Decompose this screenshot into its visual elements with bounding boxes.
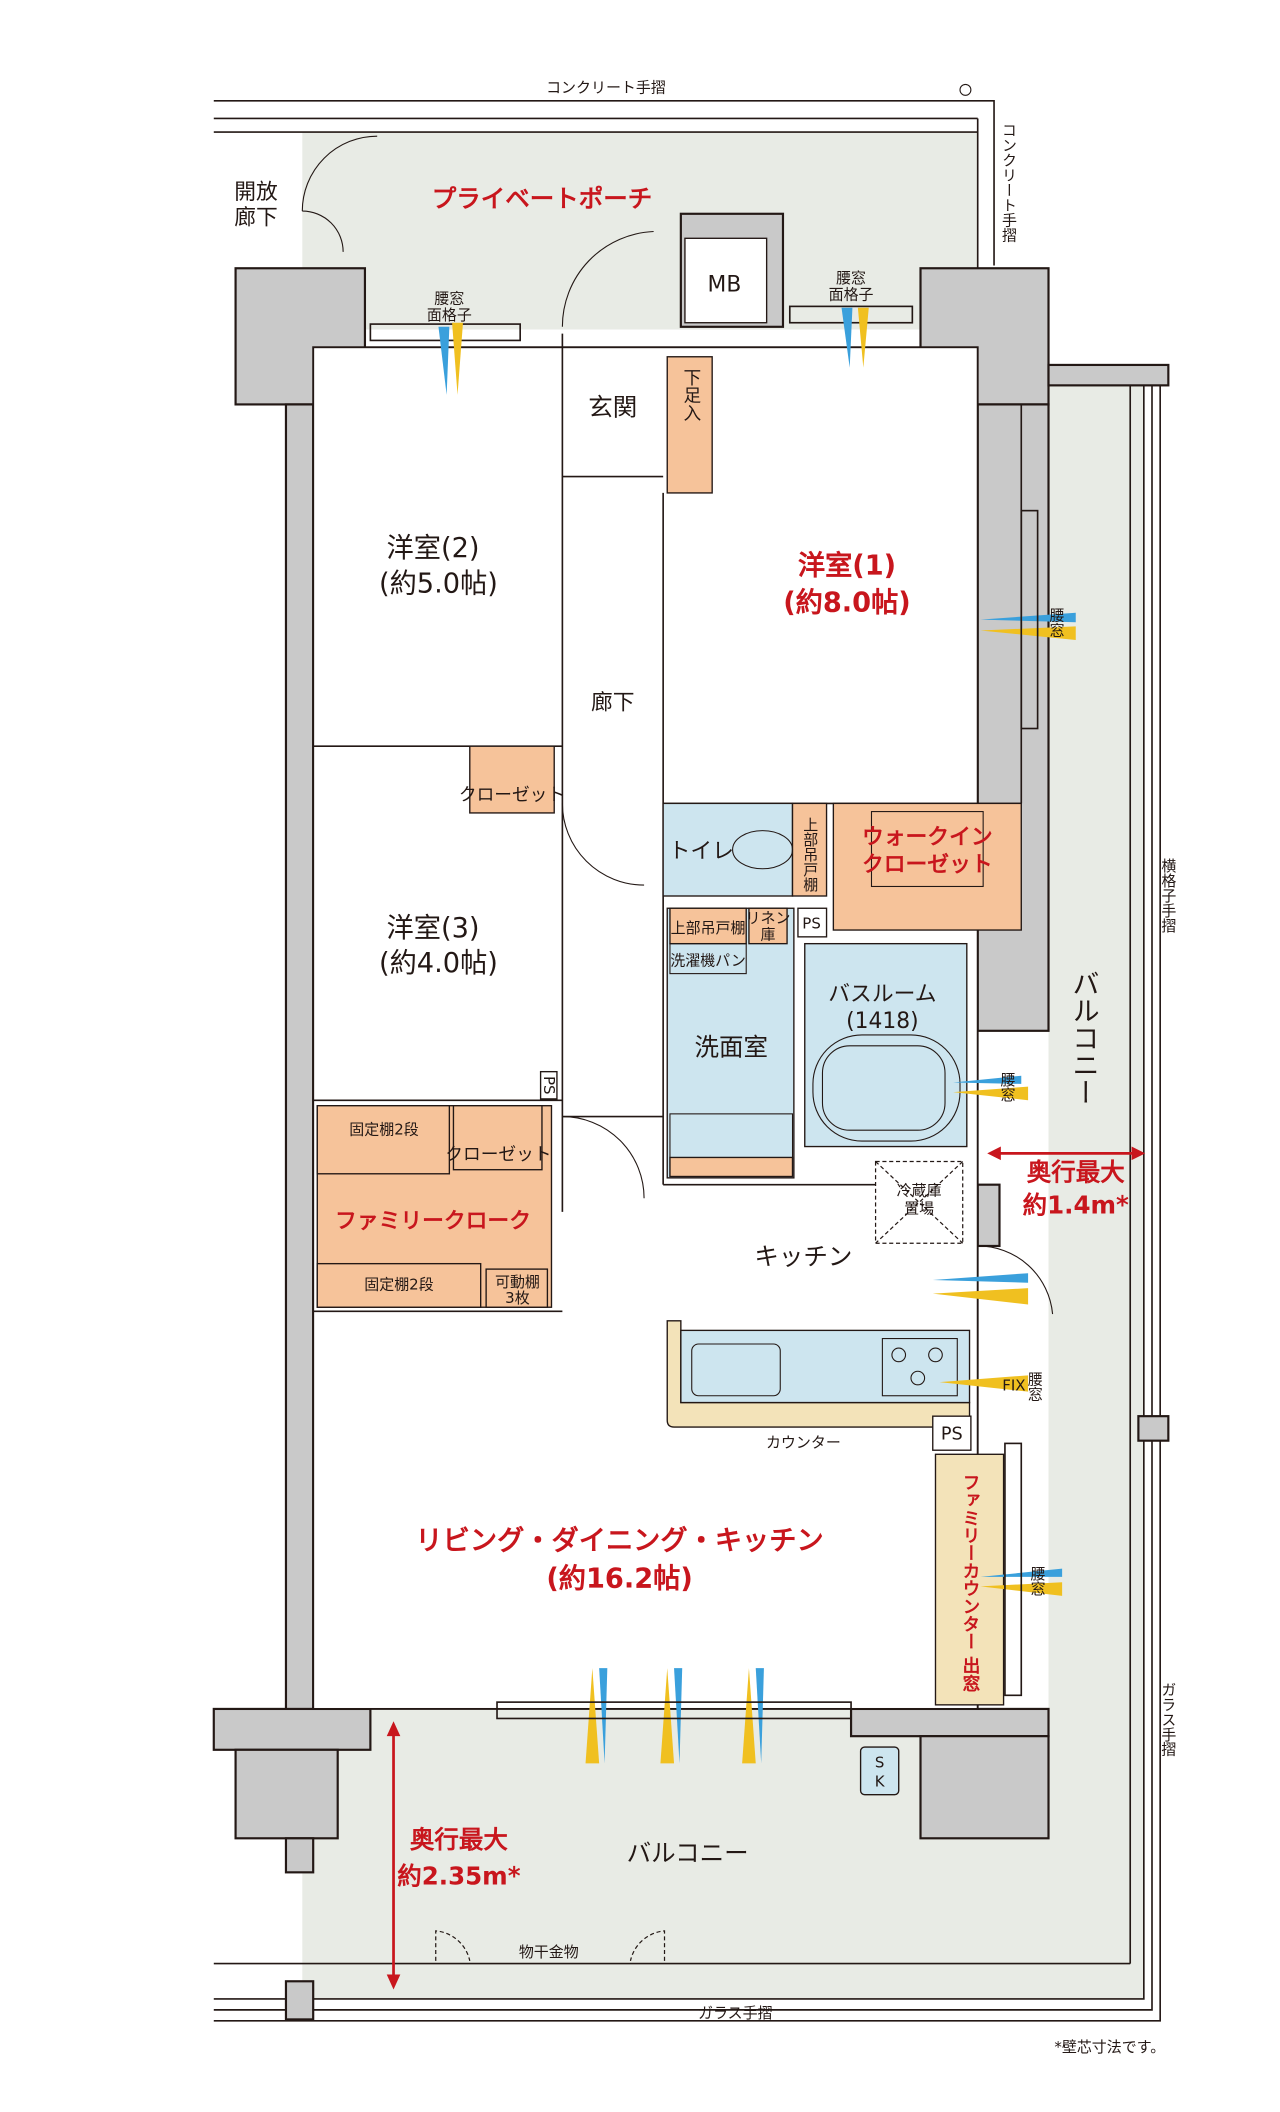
railings bbox=[213, 83, 1161, 2022]
room1-label-2: (約8.0帖) bbox=[783, 586, 911, 618]
linen-label-2: 庫 bbox=[761, 926, 776, 944]
burner-icon bbox=[910, 1370, 926, 1386]
entrance-label: 玄関 bbox=[588, 392, 637, 421]
ldk-label-2: (約16.2帖) bbox=[546, 1563, 692, 1595]
hallway-label: 廊下 bbox=[591, 690, 635, 715]
movable-shelf-label-2: 3枚 bbox=[505, 1289, 530, 1307]
toilet-label: トイレ bbox=[669, 839, 734, 864]
linen-label-1: リネン bbox=[746, 909, 791, 927]
depth-bottom-label-2: 約2.35m* bbox=[397, 1862, 520, 1891]
shoe-storage bbox=[666, 356, 713, 494]
bathroom-label-2: (1418) bbox=[846, 1009, 918, 1034]
grille-left-label-1: 腰窓 bbox=[434, 290, 464, 308]
mb-label: MB bbox=[708, 272, 742, 297]
shoe-storage-label: 下足入 bbox=[680, 368, 701, 421]
walk-in-closet bbox=[832, 802, 1022, 931]
ps-label-2: PS bbox=[941, 1424, 963, 1444]
fix-label: FIX bbox=[1002, 1376, 1025, 1394]
room2-label-1: 洋室(2) bbox=[387, 533, 480, 564]
door-swings bbox=[301, 135, 1054, 1315]
grille-right-label-2: 面格子 bbox=[829, 286, 874, 304]
depth-bottom-label-1: 奥行最大 bbox=[410, 1825, 508, 1854]
glass-rail-bottom-label: ガラス手摺 bbox=[698, 2004, 773, 2022]
bathroom-label-1: バスルーム bbox=[828, 982, 936, 1007]
depth-side-label-2: 約1.4m* bbox=[1023, 1190, 1129, 1219]
linen-storage bbox=[748, 907, 788, 945]
fixed-shelf-bottom-label: 固定棚2段 bbox=[364, 1276, 433, 1294]
waist-window-label: 腰窓 bbox=[999, 1072, 1017, 1102]
interior-walls bbox=[313, 333, 1023, 1313]
private-porch-area bbox=[302, 132, 978, 330]
family-cloak-label: ファミリークローク bbox=[335, 1209, 531, 1234]
waist-window-label: 腰窓 bbox=[1026, 1371, 1044, 1401]
ps-label-3: PS bbox=[540, 1076, 558, 1095]
room3-label-1: 洋室(3) bbox=[387, 913, 480, 944]
room3-label-2: (約4.0帖) bbox=[379, 948, 498, 979]
structural-walls bbox=[212, 212, 1170, 2021]
grille-right-label-1: 腰窓 bbox=[836, 269, 866, 287]
laundry-hardware-label: 物干金物 bbox=[519, 1943, 579, 1961]
ps-label-1: PS bbox=[802, 915, 821, 933]
sk-sink bbox=[859, 1746, 900, 1796]
footnote: *壁芯寸法です。 bbox=[1054, 2038, 1165, 2056]
sk-label-1: S bbox=[875, 1753, 885, 1771]
washroom-area bbox=[666, 907, 795, 1179]
open-corridor-label-2: 廊下 bbox=[234, 206, 278, 231]
upper-cabinet bbox=[669, 907, 747, 945]
walk-in-closet-label-2: クローゼット bbox=[862, 852, 993, 877]
depth-arrow-side bbox=[987, 1146, 1146, 1161]
toilet-area bbox=[662, 802, 794, 897]
toilet-cabinet-label: 上部吊戸棚 bbox=[801, 817, 819, 892]
fixed-shelf-top-label: 固定棚2段 bbox=[349, 1120, 418, 1138]
ps-box-2 bbox=[932, 1415, 972, 1451]
movable-shelf-label-1: 可動棚 bbox=[495, 1273, 540, 1291]
closet-room2 bbox=[469, 745, 555, 814]
toilet-cabinet bbox=[791, 802, 828, 897]
walk-in-closet-label-1: ウォークイン bbox=[862, 825, 993, 850]
waist-window-label: 腰窓 bbox=[1048, 607, 1066, 637]
sk-label-2: K bbox=[875, 1773, 886, 1791]
concrete-rail-top-label: コンクリート手摺 bbox=[546, 79, 666, 97]
family-counter-label: ファミリーカウンター 出窓 bbox=[960, 1473, 981, 1692]
balcony-bottom-label: バルコニー bbox=[627, 1838, 749, 1867]
room1-label-1: 洋室(1) bbox=[798, 550, 896, 582]
burner-icon bbox=[891, 1347, 907, 1363]
upper-cabinet-label: 上部吊戸棚 bbox=[671, 919, 746, 937]
depth-side-label-1: 奥行最大 bbox=[1027, 1158, 1125, 1187]
washroom-label: 洗面室 bbox=[694, 1032, 768, 1061]
ps-box-1 bbox=[797, 907, 828, 938]
cloak-closet-label: クローゼット bbox=[445, 1144, 551, 1165]
ventilation-arrows bbox=[438, 307, 1076, 1764]
horizontal-rail-label: 横格子手摺 bbox=[1159, 858, 1177, 934]
concrete-rail-side-label: コンクリート手摺 bbox=[1000, 123, 1018, 244]
waist-window-label: 腰窓 bbox=[1029, 1566, 1047, 1596]
private-porch-label: プライベートポーチ bbox=[432, 184, 653, 213]
grille-left-label-2: 面格子 bbox=[427, 306, 472, 324]
ldk-label-1: リビング・ダイニング・キッチン bbox=[415, 1525, 823, 1557]
balcony-side-label: バルコニー bbox=[1067, 970, 1098, 1106]
fridge-label-1: 冷蔵庫 bbox=[897, 1182, 942, 1200]
open-corridor-label-1: 開放 bbox=[234, 180, 278, 205]
depth-arrow-bottom bbox=[386, 1721, 401, 1990]
fridge-label-2: 置場 bbox=[904, 1199, 934, 1217]
bathroom-area bbox=[804, 942, 968, 1148]
glass-rail-side-label: ガラス手摺 bbox=[1159, 1682, 1177, 1758]
family-counter bbox=[934, 1453, 1005, 1706]
counter-label: カウンター bbox=[766, 1433, 841, 1451]
kitchen-label: キッチン bbox=[754, 1242, 852, 1271]
washer-pan-label: 洗濯機パン bbox=[670, 951, 746, 969]
kitchen-sink-counter bbox=[680, 1329, 971, 1404]
closet-room2-label: クローゼット bbox=[459, 785, 565, 806]
room2-label-2: (約5.0帖) bbox=[379, 568, 498, 599]
burner-icon bbox=[928, 1347, 943, 1363]
